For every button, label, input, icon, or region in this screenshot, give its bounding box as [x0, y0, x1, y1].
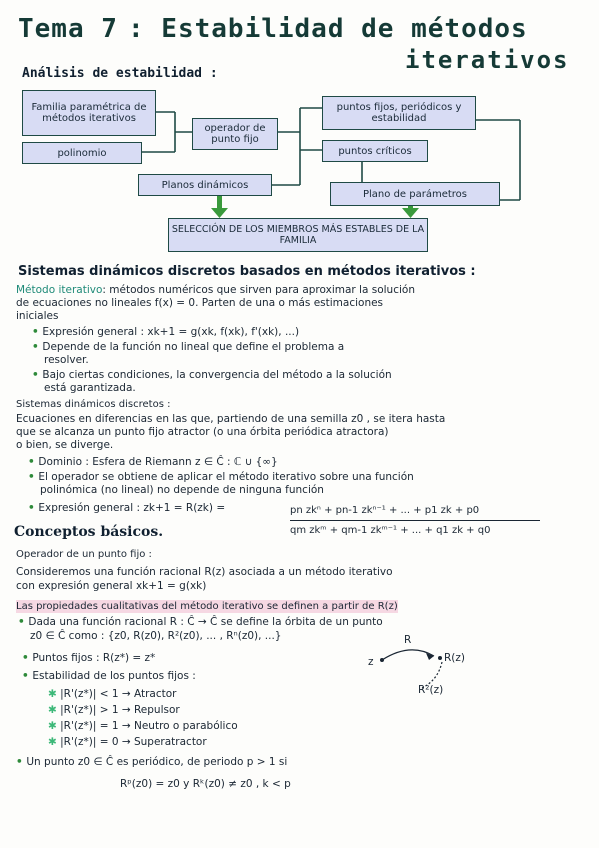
- box-puntos-criticos: puntos críticos: [322, 140, 428, 162]
- sdd-bullet-3: • Expresión general : zk+1 = R(zk) =: [28, 502, 226, 514]
- sdd-bullet-2b: polinómica (no lineal) no depende de nin…: [40, 484, 324, 496]
- bullet-icon: •: [22, 652, 33, 664]
- conceptos-line2: con expresión general xk+1 = g(xk): [16, 580, 207, 592]
- star-icon: ✱: [48, 720, 61, 732]
- box-operador: operador de punto fijo: [192, 118, 278, 150]
- sistemas-bullet-3: • Bajo ciertas condiciones, la convergen…: [32, 369, 392, 381]
- conceptos-heading: Conceptos básicos.: [14, 524, 164, 540]
- metodo-line2: de ecuaciones no lineales f(x) = 0. Part…: [16, 297, 384, 309]
- sdd-line2: que se alcanza un punto fijo atractor (o…: [16, 426, 389, 438]
- metodo-line1: Método iterativo: métodos numéricos que …: [16, 284, 415, 297]
- title-main: : Estabilidad de métodos: [128, 14, 528, 44]
- stab-neutro: ✱ |R'(z*)| = 1 → Neutro o parabólico: [48, 720, 238, 732]
- box-familia: Familia paramétrica de métodos iterativo…: [22, 90, 156, 136]
- orbit-label-r: R: [404, 634, 412, 646]
- sdd-line3: o bien, se diverge.: [16, 439, 114, 451]
- sistemas-heading: Sistemas dinámicos discretos basados en …: [18, 264, 476, 279]
- box-puntos-fijos: puntos fijos, periódicos y estabilidad: [322, 96, 476, 130]
- fraction-numerator: pn zkⁿ + pn-1 zkⁿ⁻¹ + ... + p1 zk + p0: [290, 505, 480, 516]
- star-icon: ✱: [48, 704, 61, 716]
- conceptos-line3: Las propiedades cualitativas del método …: [16, 600, 398, 613]
- metodo-line3: iniciales: [16, 310, 59, 322]
- fraction-denominator: qm zkᵐ + qm-1 zkᵐ⁻¹ + ... + q1 zk + q0: [290, 525, 491, 536]
- box-polinomio: polinomio: [22, 142, 142, 164]
- sistemas-bullet-3b: está garantizada.: [44, 382, 136, 394]
- sdd-bullet-2: • El operador se obtiene de aplicar el m…: [28, 471, 414, 483]
- analisis-heading: Análisis de estabilidad :: [22, 66, 218, 81]
- conceptos-line1: Consideremos una función racional R(z) a…: [16, 566, 393, 578]
- stab-superatractor: ✱ |R'(z*)| = 0 → Superatractor: [48, 736, 207, 748]
- sdd-heading: Sistemas dinámicos discretos :: [16, 399, 171, 410]
- box-plano-parametros: Plano de parámetros: [330, 182, 500, 206]
- orbit-diagram: [380, 649, 443, 689]
- bullet-icon: •: [18, 616, 29, 628]
- stab-atractor: ✱ |R'(z*)| < 1 → Atractor: [48, 688, 177, 700]
- periodico-def: • Un punto z0 ∈ Ĉ es periódico, de perio…: [16, 756, 288, 768]
- bullet-icon: •: [28, 502, 39, 514]
- star-icon: ✱: [48, 736, 61, 748]
- periodico-eq: Rᵖ(z0) = z0 y Rᵏ(z0) ≠ z0 , k < p: [120, 778, 291, 790]
- orbit-label-rz: R(z): [444, 652, 465, 664]
- bullet-icon: •: [32, 369, 43, 381]
- estabilidad-heading: • Estabilidad de los puntos fijos :: [22, 670, 196, 682]
- title-second: iterativos: [405, 46, 570, 74]
- sistemas-bullet-1: • Expresión general : xk+1 = g(xk, f(xk)…: [32, 326, 300, 338]
- box-planos-dinamicos: Planos dinámicos: [138, 174, 272, 196]
- star-icon: ✱: [48, 688, 61, 700]
- title-tema: Tema 7: [18, 14, 118, 44]
- box-seleccion: SELECCIÓN DE LOS MIEMBROS MÁS ESTABLES D…: [168, 218, 428, 252]
- bullet-icon: •: [28, 471, 39, 483]
- puntos-fijos-def: • Puntos fijos : R(z*) = z*: [22, 652, 156, 664]
- sistemas-bullet-2b: resolver.: [44, 354, 89, 366]
- conceptos-line5: z0 ∈ Ĉ como : {z0, R(z0), R²(z0), ... , …: [30, 630, 282, 642]
- bullet-icon: •: [28, 456, 39, 468]
- operador-heading: Operador de un punto fijo :: [16, 549, 152, 560]
- bullet-icon: •: [32, 326, 43, 338]
- metodo-rest: : métodos numéricos que sirven para apro…: [102, 284, 415, 296]
- bullet-icon: •: [32, 341, 43, 353]
- sdd-bullet-1: • Dominio : Esfera de Riemann z ∈ Ĉ : ℂ …: [28, 456, 278, 468]
- conceptos-line4: • Dada una función racional R : Ĉ → Ĉ se…: [18, 616, 383, 628]
- stab-repulsor: ✱ |R'(z*)| > 1 → Repulsor: [48, 704, 180, 716]
- bullet-icon: •: [16, 756, 27, 768]
- orbit-label-r2z: R²(z): [418, 684, 444, 696]
- metodo-label: Método iterativo: [16, 284, 103, 296]
- sdd-line1: Ecuaciones en diferencias en las que, pa…: [16, 413, 446, 425]
- sistemas-bullet-2: • Depende de la función no lineal que de…: [32, 341, 345, 353]
- orbit-label-z: z: [368, 656, 374, 668]
- fraction-bar: [290, 520, 540, 521]
- bullet-icon: •: [22, 670, 33, 682]
